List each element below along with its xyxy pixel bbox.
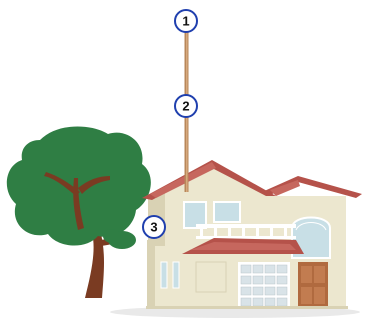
house-icon xyxy=(142,160,362,309)
marker-1-label: 1 xyxy=(182,14,189,29)
marker-2: 2 xyxy=(175,95,197,117)
tree-icon xyxy=(7,126,151,298)
marker-2-label: 2 xyxy=(182,99,189,114)
marker-1: 1 xyxy=(175,10,197,32)
marker-3: 3 xyxy=(143,216,165,238)
marker-3-label: 3 xyxy=(150,220,157,235)
